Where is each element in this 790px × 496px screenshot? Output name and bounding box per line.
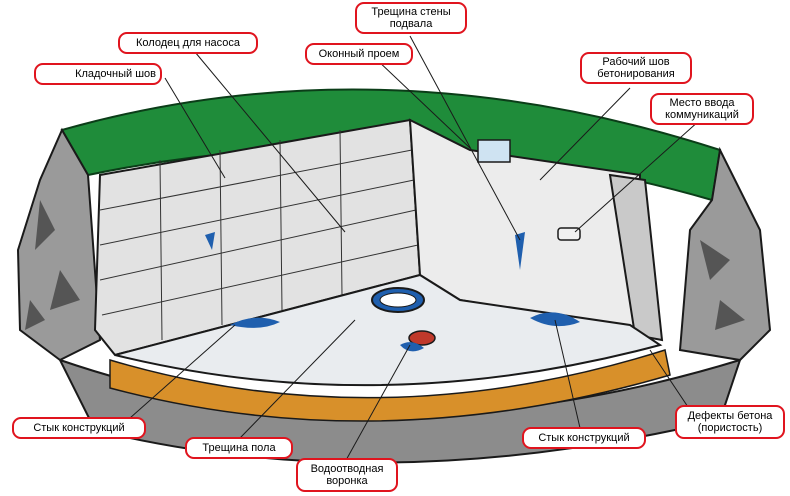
callout-utility-entry-line1: Место ввода	[669, 97, 735, 109]
callout-drain-funnel-line1: Водоотводная	[310, 463, 384, 475]
callout-pump-well: Колодец для насоса	[118, 32, 258, 54]
callout-masonry-joint-text: Кладочный шов	[75, 68, 156, 80]
callout-drain-funnel: Водоотводная воронка	[296, 458, 398, 492]
water-leaks	[205, 232, 580, 352]
callout-structure-joint-left-text: Стык конструкций	[33, 422, 125, 434]
callout-drain-funnel-line2: воронка	[326, 475, 368, 487]
callout-utility-entry: Место ввода коммуникаций	[650, 93, 754, 125]
right-wall	[608, 173, 664, 342]
callout-floor-crack-text: Трещина пола	[202, 442, 276, 454]
callout-window-opening: Оконный проем	[305, 43, 413, 65]
soil-left	[16, 127, 102, 362]
callout-concrete-defects-line1: Дефекты бетона	[687, 410, 773, 422]
soil-right	[678, 146, 772, 362]
callout-wall-crack-line2: подвала	[389, 18, 433, 30]
block-joints	[99, 129, 419, 341]
rock-cracks-right	[700, 240, 745, 330]
callout-masonry-joint: Кладочный шов	[34, 63, 162, 85]
utility-pipe	[557, 227, 581, 241]
callout-concrete-defects: Дефекты бетона (пористость)	[675, 405, 785, 439]
callout-utility-entry-line2: коммуникаций	[665, 109, 739, 121]
callout-construction-joint-line1: Рабочий шов	[602, 56, 670, 68]
gravel-bed	[109, 349, 671, 422]
callout-construction-joint-line2: бетонирования	[597, 68, 675, 80]
callout-pump-well-text: Колодец для насоса	[136, 37, 240, 49]
rock-cracks-left	[25, 200, 80, 330]
basement-window	[477, 139, 511, 163]
concrete-floor	[114, 273, 663, 387]
callout-window-opening-text: Оконный проем	[318, 48, 400, 60]
callout-wall-crack-line1: Трещина стены	[371, 6, 451, 18]
callout-floor-crack: Трещина пола	[185, 437, 293, 459]
pump-well-opening	[379, 292, 417, 308]
callout-structure-joint-right-text: Стык конструкций	[538, 432, 630, 444]
callout-structure-joint-right: Стык конструкций	[522, 427, 646, 449]
callout-concrete-defects-line2: (пористость)	[697, 422, 763, 434]
drain-funnel	[408, 330, 436, 346]
callout-construction-joint: Рабочий шов бетонирования	[580, 52, 692, 84]
callout-wall-crack: Трещина стены подвала	[355, 2, 467, 34]
callout-structure-joint-left: Стык конструкций	[12, 417, 146, 439]
leader-lines	[129, 35, 701, 463]
